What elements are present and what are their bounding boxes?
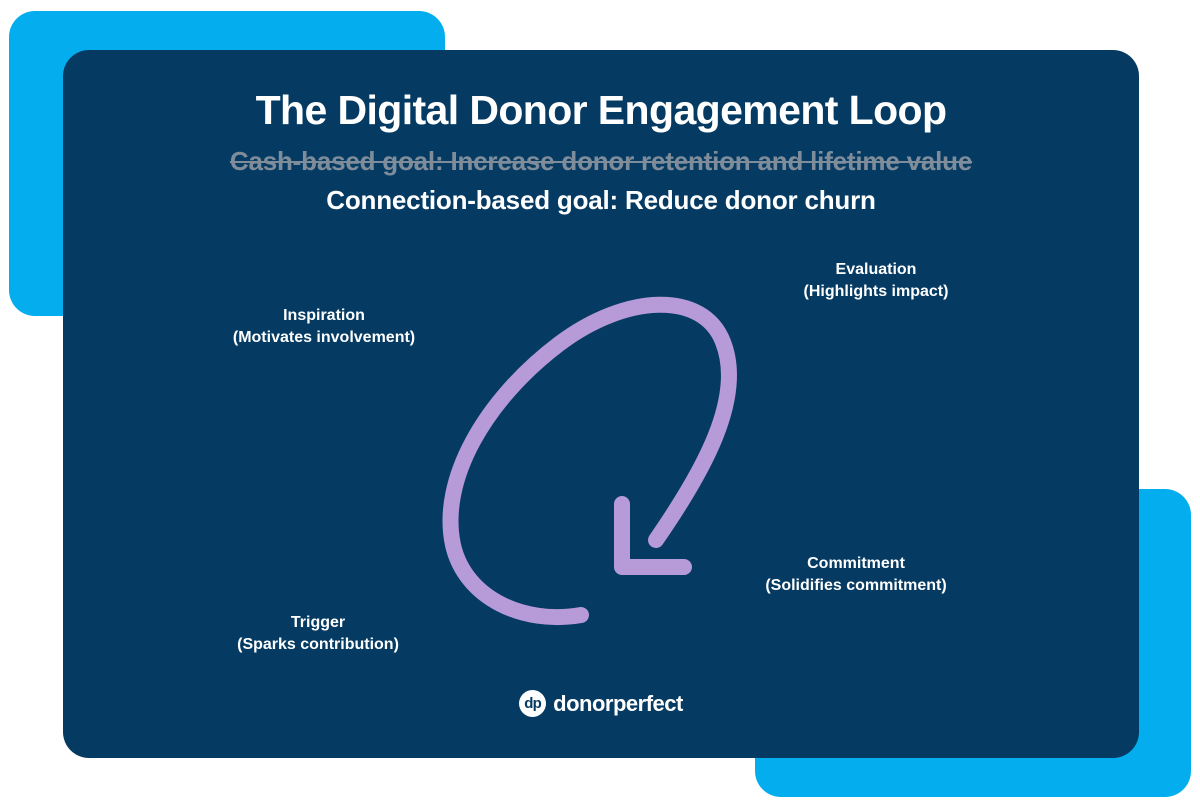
page-title: The Digital Donor Engagement Loop: [255, 87, 947, 133]
stage-name: Evaluation: [835, 261, 917, 278]
cash-based-goal-struck: Cash-based goal: Increase donor retentio…: [229, 145, 973, 176]
stage-label-commitment: Commitment (Solidifies commitment): [706, 553, 1006, 596]
brand-name: donorperfect: [553, 690, 683, 716]
donorperfect-mark-icon: dp: [519, 690, 547, 717]
heading-block: The Digital Donor Engagement Loop Cash-b…: [63, 87, 1139, 216]
stage-description: (Highlights impact): [803, 282, 949, 300]
stage-label-evaluation: Evaluation (Highlights impact): [726, 259, 1026, 302]
stage-label-trigger: Trigger (Sparks contribution): [168, 612, 468, 655]
stage-label-inspiration: Inspiration (Motivates involvement): [174, 305, 474, 348]
stage-description: (Solidifies commitment): [765, 576, 947, 594]
stage-description: (Sparks contribution): [237, 635, 399, 653]
stage-name: Commitment: [807, 555, 905, 572]
connection-based-goal: Connection-based goal: Reduce donor chur…: [326, 185, 876, 216]
stage-name: Trigger: [290, 614, 346, 631]
stage-description: (Motivates involvement): [232, 328, 416, 346]
stage-name: Inspiration: [283, 307, 365, 324]
main-card: The Digital Donor Engagement Loop Cash-b…: [63, 50, 1139, 758]
brand-logo: dp donorperfect: [63, 690, 1139, 717]
